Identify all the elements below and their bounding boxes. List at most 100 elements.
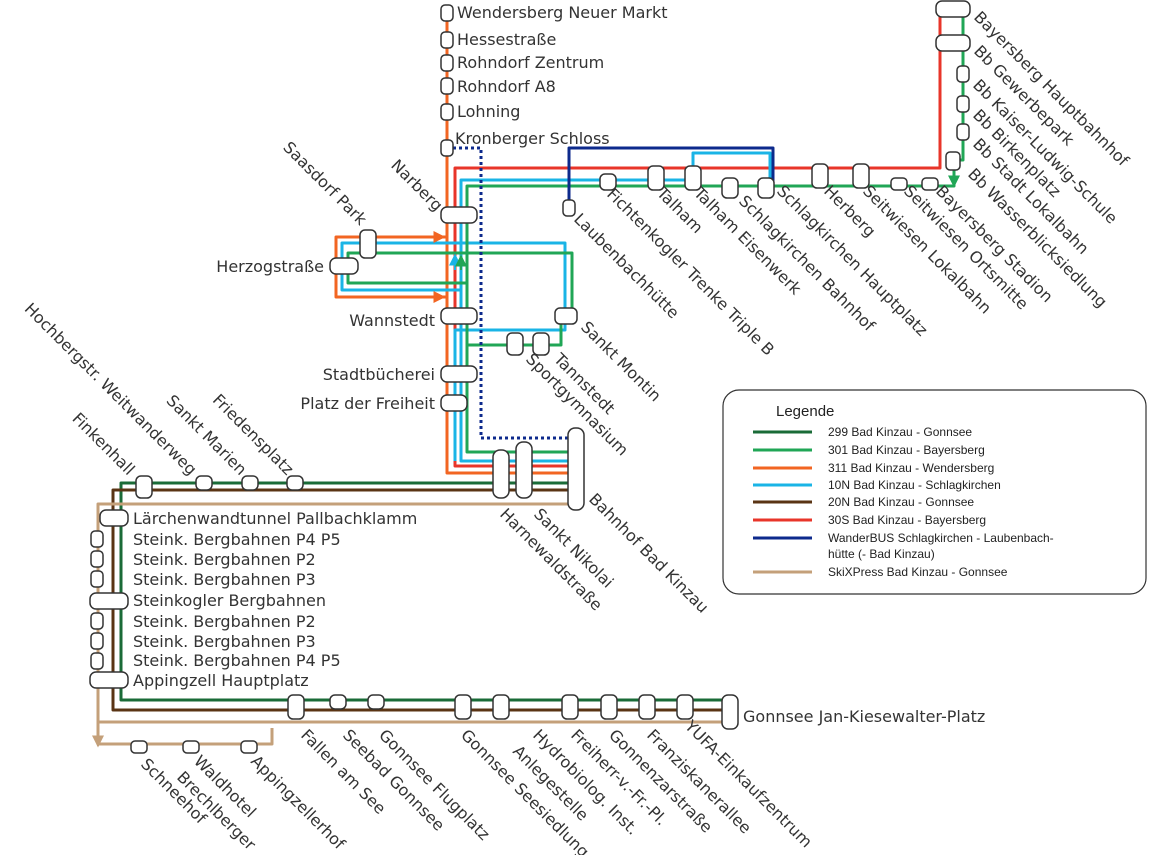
stop-bb-kaiser-ludwig-schule[interactable] [956, 65, 970, 83]
stop-bahnhof-bad-kinzau[interactable] [567, 427, 585, 511]
label-saasdorf-park: Saasdorf Park [279, 138, 371, 230]
stop-kronberger-schloss[interactable] [440, 139, 454, 157]
stop-friedensplatz[interactable] [241, 475, 259, 491]
stop-tannstedt[interactable] [532, 332, 550, 356]
legend: Legende 299 Bad Kinzau - Gonnsee 301 Bad … [722, 389, 1147, 595]
direction-arrows [92, 174, 960, 748]
label-steink-p2-a: Steink. Bergbahnen P2 [133, 550, 316, 569]
stop-sankt-montin[interactable] [554, 307, 578, 325]
stop-gonnsee-seesiedlung[interactable] [454, 694, 472, 720]
label-laubenbachhuette: Laubenbachhütte [570, 209, 683, 322]
stop-laubenbachhuette[interactable] [562, 199, 576, 217]
label-kronberger-schloss: Kronberger Schloss [455, 129, 610, 148]
label-laerchenwandtunnel: Lärchenwandtunnel Pallbachklamm [133, 509, 417, 528]
legend-label: 301 Bad Kinzau - Bayersberg [828, 443, 985, 457]
stop-talham[interactable] [647, 165, 665, 191]
stop-bb-birkenplatz[interactable] [956, 95, 970, 113]
label-hessestrasse: Hessestraße [457, 30, 556, 49]
stop-waldhotel[interactable] [182, 740, 200, 754]
stop-hochbergstr[interactable] [135, 475, 153, 499]
label-herzogstrasse: Herzogstraße [216, 257, 324, 276]
line-299-route [119, 481, 727, 702]
legend-box [722, 389, 1147, 595]
stop-hydrobiolog[interactable] [561, 694, 579, 720]
stop-friedensplatz-b[interactable] [286, 475, 304, 491]
stop-sankt-marien[interactable] [195, 475, 213, 491]
stop-narberg[interactable] [440, 206, 478, 224]
legend-label: WanderBUS Schlagkirchen - Laubenbach- [828, 531, 1054, 545]
stop-lohning[interactable] [440, 103, 454, 121]
stop-laerchenwandtunnel[interactable] [99, 509, 129, 527]
legend-label: 299 Bad Kinzau - Gonnsee [828, 425, 972, 439]
legend-items: 299 Bad Kinzau - Gonnsee 301 Bad Kinzau -… [753, 425, 1054, 579]
stop-wannstedt[interactable] [440, 307, 478, 325]
stop-bb-gewerbepark[interactable] [935, 34, 971, 52]
stop-herberg[interactable] [811, 163, 829, 189]
stop-bb-wasserblicksiedlung[interactable] [945, 151, 961, 171]
label-steinkogler-bergbahnen: Steinkogler Bergbahnen [133, 591, 326, 610]
legend-label: 10N Bad Kinzau - Schlagkirchen [828, 478, 1001, 492]
stop-sankt-nikolai[interactable] [515, 441, 533, 499]
stop-talham-eisenwerk[interactable] [684, 165, 702, 191]
stop-schlagkirchen-bahnhof[interactable] [721, 177, 739, 199]
stop-steink-p4p5-a[interactable] [90, 530, 104, 548]
label-bahnhof-bad-kinzau: Bahnhof Bad Kinzau [585, 489, 712, 616]
stop-steink-p2-b[interactable] [90, 612, 104, 630]
label-wendersberg-neuer-markt: Wendersberg Neuer Markt [457, 3, 668, 22]
stop-gonnsee-flugplatz[interactable] [367, 694, 385, 710]
stop-appingzellerhof[interactable] [240, 740, 258, 754]
label-lohning: Lohning [457, 102, 520, 121]
label-rohndorf-a8: Rohndorf A8 [457, 77, 556, 96]
legend-title: Legende [776, 403, 834, 420]
stop-bb-stadt-lokalbahn[interactable] [956, 123, 970, 141]
stop-bayersberg-hauptbahnhof[interactable] [935, 0, 971, 18]
stop-fallen-am-see[interactable] [287, 694, 305, 720]
label-wannstedt: Wannstedt [349, 311, 435, 330]
stop-steink-p4p5-b[interactable] [90, 652, 104, 670]
stop-fichtenkogler-trenke[interactable] [599, 173, 617, 191]
line-wanderbus-route [567, 146, 775, 208]
label-steink-p4p5-a: Steink. Bergbahnen P4 P5 [133, 530, 341, 549]
stop-seitwiesen-ortsmitte[interactable] [890, 177, 908, 191]
stop-steink-p3-a[interactable] [90, 570, 104, 588]
label-steink-p3-a: Steink. Bergbahnen P3 [133, 570, 316, 589]
stop-schlagkirchen-hauptplatz[interactable] [757, 177, 775, 199]
stop-steink-p2-a[interactable] [90, 550, 104, 568]
stop-bayersberg-stadion[interactable] [921, 177, 939, 191]
label-rohndorf-zentrum: Rohndorf Zentrum [457, 53, 604, 72]
stop-rohndorf-zentrum[interactable] [440, 54, 454, 72]
legend-label-cont: hütte (- Bad Kinzau) [828, 547, 935, 561]
legend-label: 311 Bad Kinzau - Wendersberg [828, 461, 994, 475]
stop-seitwiesen-lokalbahn[interactable] [852, 163, 870, 189]
stop-sportgymnasium[interactable] [506, 332, 524, 356]
legend-label: 30S Bad Kinzau - Bayersberg [828, 513, 986, 527]
label-steink-p3-b: Steink. Bergbahnen P3 [133, 632, 316, 651]
label-steink-p4p5-b: Steink. Bergbahnen P4 P5 [133, 651, 341, 670]
legend-label: SkiXPress Bad Kinzau - Gonnsee [828, 565, 1008, 579]
stop-wendersberg-neuer-markt[interactable] [440, 4, 454, 22]
stop-freiherr[interactable] [600, 694, 618, 720]
stop-appingzell-hauptplatz[interactable] [89, 671, 129, 689]
stop-saasdorf-park[interactable] [359, 229, 377, 259]
stop-steink-p3-b[interactable] [90, 632, 104, 650]
stop-franziskanerallee[interactable] [676, 694, 694, 720]
stop-gonnsee-jan[interactable] [721, 694, 739, 730]
stop-herzogstrasse[interactable] [329, 257, 359, 275]
stop-steinkogler-bergbahnen[interactable] [89, 592, 129, 610]
stop-harnewaldstrasse[interactable] [492, 449, 510, 499]
label-friedensplatz: Friedensplatz [209, 390, 298, 479]
label-platz-der-freiheit: Platz der Freiheit [300, 394, 435, 413]
stop-anlegestelle[interactable] [492, 694, 510, 720]
label-appingzell-hauptplatz: Appingzell Hauptplatz [133, 671, 309, 690]
legend-label: 20N Bad Kinzau - Gonnsee [828, 495, 974, 509]
stop-seebad-gonnsee[interactable] [329, 694, 347, 710]
stop-rohndorf-a8[interactable] [440, 77, 454, 95]
stop-hessestrasse[interactable] [440, 31, 454, 49]
stops [89, 0, 971, 754]
stop-stadtbuecherei[interactable] [440, 365, 478, 383]
stop-schneehof[interactable] [130, 740, 148, 754]
label-stadtbuecherei: Stadtbücherei [323, 365, 435, 384]
stop-gonnenzarstrasse[interactable] [638, 694, 656, 720]
stop-platz-der-freiheit[interactable] [440, 394, 468, 412]
